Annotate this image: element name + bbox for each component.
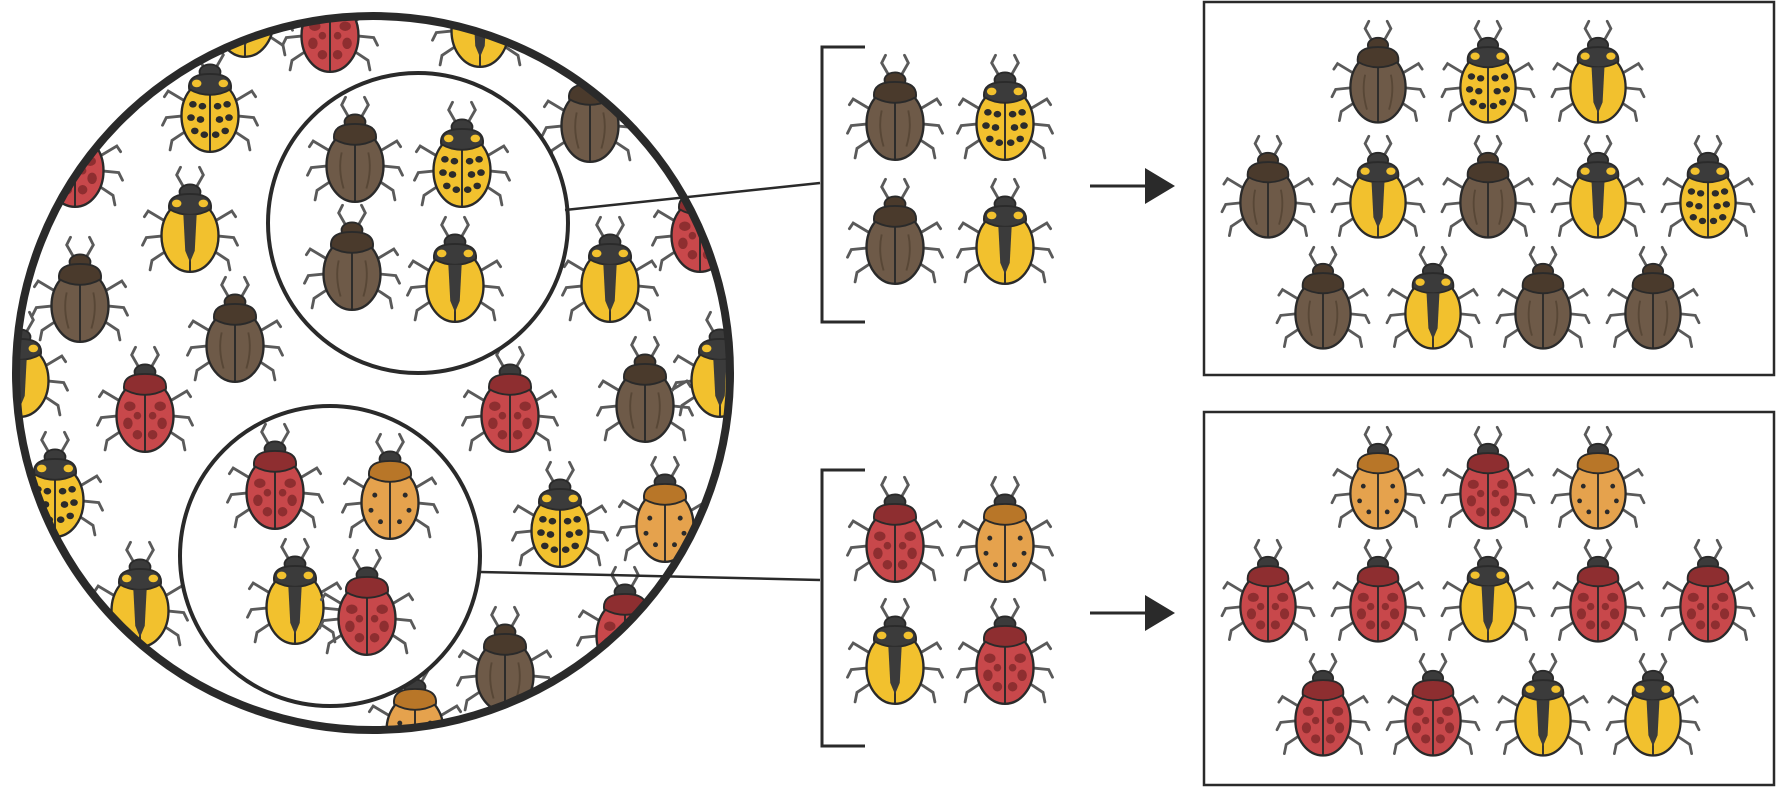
yellow-striped-beetle [848,599,943,704]
yellow-spotted-beetle [513,462,608,567]
sample-top-beetles [848,55,1053,284]
orange-beetle [958,477,1053,582]
yellow-striped-beetle [958,179,1053,283]
brown-beetle [598,337,693,442]
red-beetle [848,477,943,582]
yellow-spotted-beetle [958,55,1053,160]
sample-bottom-beetles [848,477,1053,704]
red-beetle [653,167,748,271]
orange-beetle [618,457,713,562]
yellow-spotted-beetle [163,47,258,152]
arrow-bottom [1090,595,1175,631]
brown-beetle [543,57,638,162]
red-beetle [27,102,122,207]
yellow-striped-beetle [93,542,188,647]
yellow-striped-beetle [143,167,238,271]
brown-beetle [458,607,553,712]
sample-circle-top [268,73,568,373]
brown-beetle [188,277,283,382]
red-beetle [283,0,378,72]
arrow-top [1090,168,1175,204]
bracket-bottom [822,470,865,746]
red-beetle [958,599,1053,704]
brown-beetle [32,237,127,341]
bracket-top [822,47,865,322]
brown-beetle [848,55,943,160]
sample-circle-bottom [180,406,480,706]
brown-beetle [848,179,943,283]
connector-line-bottom [480,572,820,580]
red-beetle [98,347,193,452]
yellow-striped-beetle [673,312,768,417]
yellow-striped-beetle [563,217,658,321]
